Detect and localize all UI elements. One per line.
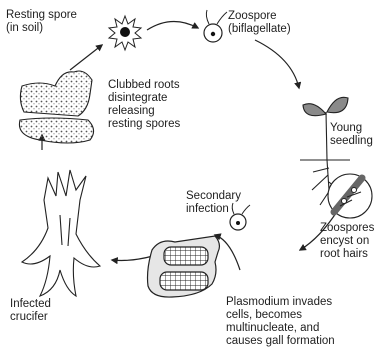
- label-clubbed-roots: Clubbed roots disintegrate releasing res…: [108, 79, 180, 131]
- plasmodium-cells-icon: [148, 236, 220, 297]
- zoospore-icon: [204, 10, 227, 42]
- label-resting-spore: Resting spore (in soil): [6, 9, 77, 35]
- root-hair-magnified-icon: [328, 174, 372, 218]
- label-zoospores-encyst: Zoospores encyst on root hairs: [320, 222, 374, 261]
- label-plasmodium: Plasmodium invades cells, becomes multin…: [226, 296, 335, 348]
- label-secondary-infection: Secondary infection: [186, 190, 241, 216]
- label-infected-crucifer: Infected crucifer: [10, 298, 51, 324]
- clubbed-roots-icon: [19, 71, 93, 143]
- label-zoospore: Zoospore (biflagellate): [228, 10, 291, 36]
- infected-crucifer-icon: [22, 170, 100, 296]
- label-young-seedling: Young seedling: [330, 122, 373, 148]
- resting-spore-icon: [109, 16, 141, 50]
